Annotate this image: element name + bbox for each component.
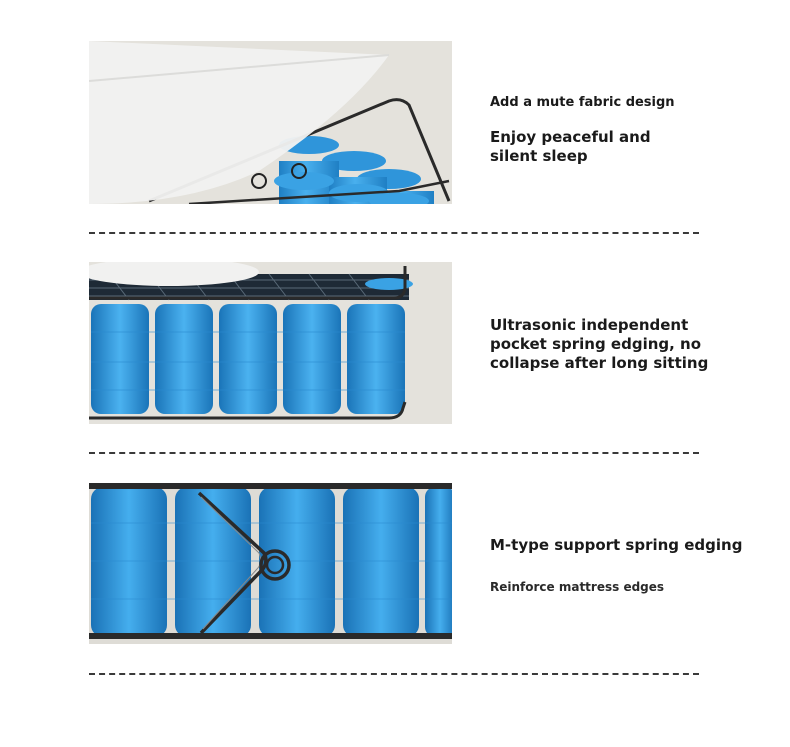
pocket-spring-edging-image <box>89 262 452 424</box>
feature-2-line: Ultrasonic independent <box>490 316 689 334</box>
m-type-spring-image <box>89 483 452 644</box>
feature-2-line: pocket spring edging, no <box>490 335 702 353</box>
dashed-divider <box>89 232 699 234</box>
feature-3-title: M-type support spring edging <box>490 536 743 554</box>
dashed-divider <box>89 452 699 454</box>
dashed-divider <box>89 673 699 675</box>
feature-2-line: collapse after long sitting <box>490 354 709 372</box>
feature-1-subtitle-line: Enjoy peaceful and <box>490 128 651 146</box>
mute-fabric-image <box>89 41 452 204</box>
feature-1-subtitle-line: silent sleep <box>490 147 588 165</box>
feature-2-text: Ultrasonic independent pocket spring edg… <box>490 316 708 373</box>
feature-1-subtitle: Enjoy peaceful and silent sleep <box>490 128 651 166</box>
feature-1-title: Add a mute fabric design <box>490 95 675 110</box>
feature-3-subtitle: Reinforce mattress edges <box>490 580 665 594</box>
